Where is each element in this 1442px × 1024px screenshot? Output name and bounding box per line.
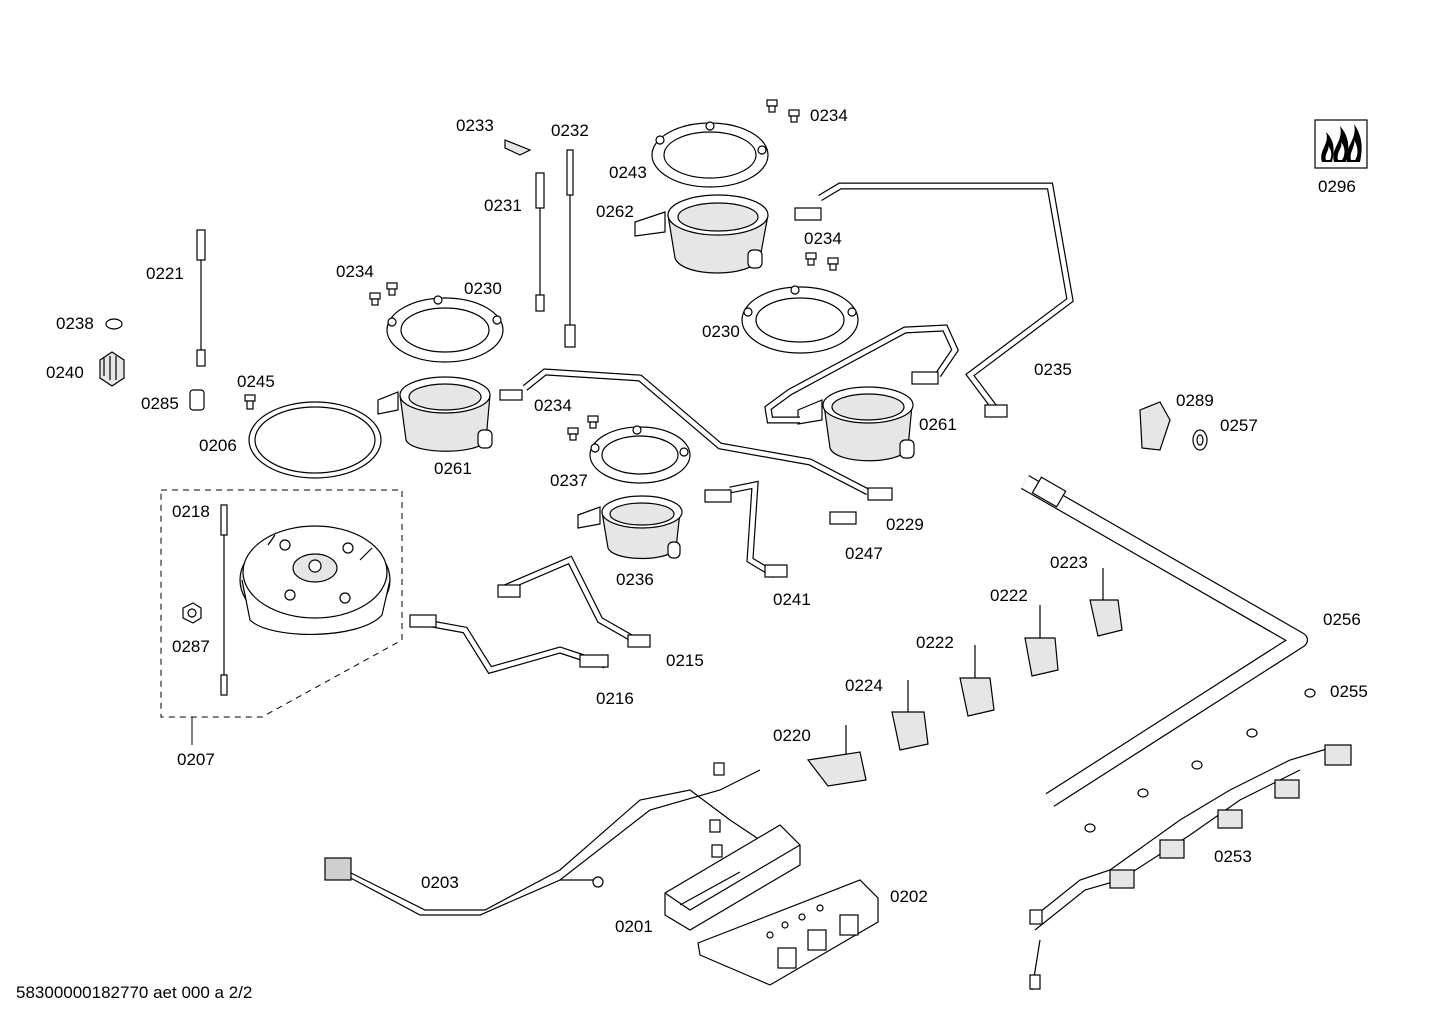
document-footer-id: 58300000182770 aet 000 a 2/2 — [16, 983, 253, 1002]
burner-cup-0236-part — [577, 495, 683, 560]
thermocouple-0221-part — [196, 229, 206, 367]
thermocouple-0218-part — [220, 504, 228, 696]
callout-0201: 0201 — [615, 917, 653, 936]
callout-0216: 0216 — [596, 689, 634, 708]
gas-tap-0224-part — [891, 680, 929, 751]
clip-0238-part — [105, 318, 123, 330]
callout-0207: 0207 — [177, 750, 215, 769]
callout-0237: 0237 — [550, 471, 588, 490]
callout-0234-small: 0234 — [534, 396, 572, 415]
pipe-fittings — [409, 207, 1008, 668]
callout-0247: 0247 — [845, 544, 883, 563]
clip-0233-part — [504, 139, 532, 156]
screw-0234-left-part — [369, 282, 398, 306]
gas-rail-0256-part — [1021, 475, 1308, 807]
ignition-electrode-0232-part — [564, 149, 576, 348]
callout-0223: 0223 — [1050, 553, 1088, 572]
ignition-harness-0253-part — [1029, 744, 1352, 991]
callout-0231: 0231 — [484, 196, 522, 215]
dashed-assembly-outline — [160, 489, 403, 745]
callout-0230-left: 0230 — [464, 279, 502, 298]
gas-tap-0222a-part — [1024, 605, 1059, 677]
gasket-0230-left-part — [386, 295, 504, 363]
gasket-0230-right-part — [741, 285, 859, 354]
gasket-0237-part — [589, 425, 691, 484]
callout-0220: 0220 — [773, 726, 811, 745]
callout-0235: 0235 — [1034, 360, 1072, 379]
wok-burner-part — [239, 525, 391, 636]
electronic-module-0201-part — [664, 824, 801, 931]
callout-0229: 0229 — [886, 515, 924, 534]
elbow-0289-part — [1139, 401, 1208, 451]
callout-0206: 0206 — [199, 436, 237, 455]
gasket-0243-part — [651, 121, 769, 188]
callout-0221: 0221 — [146, 264, 184, 283]
gas-tap-0222b-part — [959, 645, 995, 717]
callout-0296: 0296 — [1318, 177, 1356, 196]
sleeve-0285-part — [189, 389, 205, 411]
screw-0234-top-part — [766, 99, 800, 123]
callout-0257: 0257 — [1220, 416, 1258, 435]
callout-0234-top: 0234 — [810, 106, 848, 125]
callout-0203: 0203 — [421, 873, 459, 892]
nut-0287-part — [182, 602, 202, 624]
fitting-0240-part — [99, 351, 125, 387]
thermocouple-0231-part — [535, 172, 545, 312]
module-bracket-0202-part — [697, 879, 879, 986]
callout-0234-left: 0234 — [336, 262, 374, 281]
callout-0287: 0287 — [172, 637, 210, 656]
callout-0215: 0215 — [666, 651, 704, 670]
callout-0262: 0262 — [596, 202, 634, 221]
callout-0230-right: 0230 — [702, 322, 740, 341]
callout-0261-left: 0261 — [434, 459, 472, 478]
callout-0261-right: 0261 — [919, 415, 957, 434]
callout-0241: 0241 — [773, 590, 811, 609]
callout-0224: 0224 — [845, 676, 883, 695]
gas-tap-0220-part — [806, 725, 867, 787]
callout-0236: 0236 — [616, 570, 654, 589]
callout-0234-mid: 0234 — [804, 229, 842, 248]
callout-0238: 0238 — [56, 314, 94, 333]
callout-0285: 0285 — [141, 394, 179, 413]
callout-0240: 0240 — [46, 363, 84, 382]
gas-pipes — [409, 182, 1074, 675]
callout-0245: 0245 — [237, 372, 275, 391]
seal-ring-0206-part — [248, 401, 382, 479]
callout-0233: 0233 — [456, 116, 494, 135]
callout-0289: 0289 — [1176, 391, 1214, 410]
clip-0255-parts — [1084, 688, 1316, 833]
burner-cup-0261-right-part — [797, 386, 915, 462]
screw-0234-mid-part — [805, 252, 839, 271]
callout-0222-lower: 0222 — [916, 633, 954, 652]
burner-cup-0262-part — [634, 194, 769, 274]
callout-0232: 0232 — [551, 121, 589, 140]
callout-0255: 0255 — [1330, 682, 1368, 701]
gas-tap-0223-part — [1089, 568, 1123, 637]
callout-0222-upper: 0222 — [990, 586, 1028, 605]
screw-0234-small-part — [567, 415, 599, 441]
callout-0243: 0243 — [609, 163, 647, 182]
callout-0218: 0218 — [172, 502, 210, 521]
cable-harness-0203-part — [324, 762, 761, 916]
callout-0202: 0202 — [890, 887, 928, 906]
burner-cup-0261-left-part — [377, 376, 493, 452]
gas-flame-logo-icon — [1314, 119, 1368, 169]
callout-0253: 0253 — [1214, 847, 1252, 866]
callout-0256: 0256 — [1323, 610, 1361, 629]
screw-0245-part — [244, 394, 256, 410]
